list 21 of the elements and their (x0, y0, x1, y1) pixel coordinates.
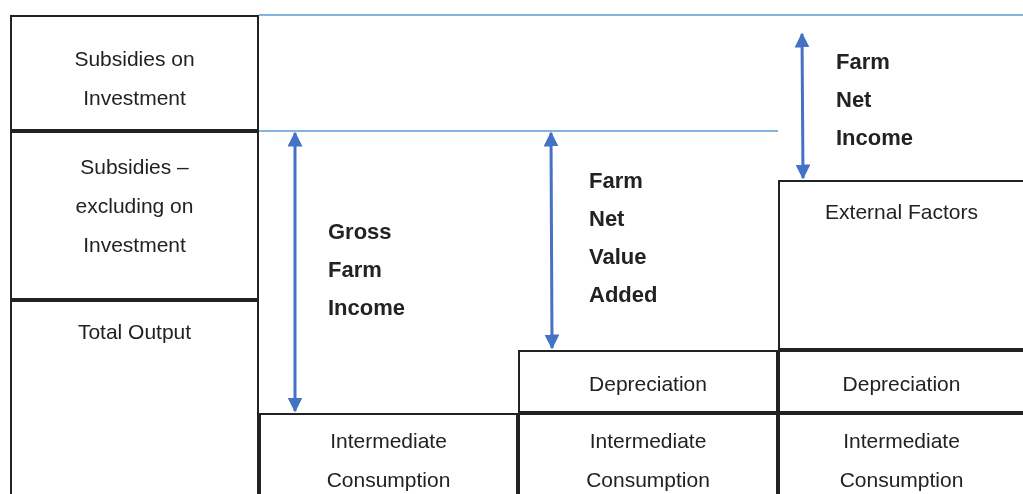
measure-label: Farm Net Income (836, 48, 913, 152)
table-cell (10, 131, 259, 300)
cell-label: Depreciation (589, 371, 707, 397)
table-cell (778, 350, 1023, 413)
table-cell (518, 350, 778, 413)
table-cell (259, 413, 518, 494)
table-cell (778, 413, 1023, 494)
cell-label: Total Output (77, 319, 192, 345)
table-cell (778, 180, 1023, 350)
table-cell (10, 300, 259, 494)
measure-label: Gross Farm Income (328, 218, 406, 322)
cell-label: External Factors (825, 199, 978, 225)
measure-label: Farm Net Value Added (589, 167, 658, 309)
table-cell (10, 15, 259, 131)
cell-label: Intermediate Consumption (585, 428, 711, 493)
cell-label: Subsidies on Investment (73, 46, 196, 111)
cell-label: Depreciation (842, 371, 961, 397)
table-cell (518, 413, 778, 494)
cell-label: Intermediate Consumption (838, 428, 965, 493)
cell-label: Subsidies – excluding on Investment (74, 154, 195, 258)
cell-label: Intermediate Consumption (325, 428, 452, 493)
